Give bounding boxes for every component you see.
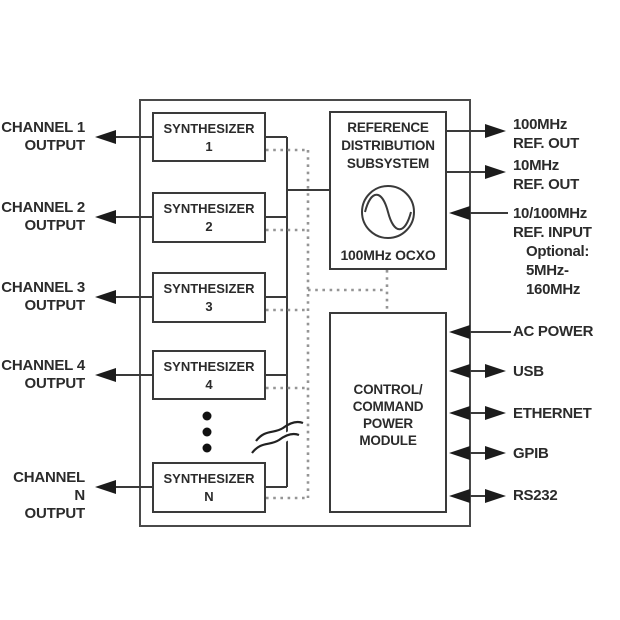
channel-1-output-word: OUTPUT (24, 137, 86, 154)
synthesizer-n-word: SYNTHESIZER (163, 471, 255, 486)
synthesizer-4-box (152, 350, 266, 400)
control-title-line4: MODULE (359, 433, 417, 448)
synthesizer-2-box (152, 192, 266, 243)
synthesizer-3-label: SYNTHESIZER 3 (152, 280, 266, 316)
channel-1-output-label: CHANNEL 1 OUTPUT (0, 119, 85, 155)
ac-power-label: AC POWER (513, 323, 594, 340)
ref-input-line2: REF. INPUT (513, 224, 592, 241)
channel-4-name: CHANNEL 4 (1, 357, 85, 374)
control-title-line1: CONTROL/ (353, 382, 423, 397)
channel-4-output-word: OUTPUT (24, 375, 86, 392)
synthesizer-1-label: SYNTHESIZER 1 (152, 120, 266, 156)
reference-title-line1: REFERENCE (347, 120, 429, 135)
gpib-label: GPIB (513, 445, 549, 462)
ref-out-100mhz-line2: REF. OUT (513, 135, 579, 152)
channel-3-name: CHANNEL 3 (1, 279, 85, 296)
reference-title-line3: SUBSYSTEM (346, 156, 430, 171)
synthesizer-3-number: 3 (205, 299, 213, 314)
channel-3-output-label: CHANNEL 3 OUTPUT (0, 279, 85, 315)
ref-input-label: 10/100MHz REF. INPUT Optional: 5MHz-160M… (513, 204, 619, 299)
control-title-line2: COMMAND (352, 399, 424, 414)
ref-out-10mhz-line1: 10MHz (513, 157, 560, 174)
channel-n-name: CHANNEL N (13, 469, 85, 504)
synthesizer-n-label: SYNTHESIZER N (152, 470, 266, 506)
channel-4-output-label: CHANNEL 4 OUTPUT (0, 357, 85, 393)
ref-out-10mhz-label: 10MHz REF. OUT (513, 156, 619, 194)
synthesizer-1-word: SYNTHESIZER (163, 121, 255, 136)
ref-input-optional: Optional: (526, 243, 590, 260)
synthesizer-3-word: SYNTHESIZER (163, 281, 255, 296)
channel-1-name: CHANNEL 1 (1, 119, 85, 136)
channel-n-output-word: OUTPUT (24, 505, 86, 522)
synthesizer-n-number: N (204, 489, 214, 504)
channel-2-name: CHANNEL 2 (1, 199, 85, 216)
ref-out-10mhz-line2: REF. OUT (513, 176, 579, 193)
synthesizer-4-number: 4 (205, 377, 213, 392)
ref-input-line1: 10/100MHz (513, 205, 588, 222)
ref-out-100mhz-label: 100MHz REF. OUT (513, 115, 619, 153)
channel-3-output-word: OUTPUT (24, 297, 86, 314)
synthesizer-4-word: SYNTHESIZER (163, 359, 255, 374)
channel-2-output-word: OUTPUT (24, 217, 86, 234)
ref-input-range: 5MHz-160MHz (526, 262, 581, 298)
ocxo-label: 100MHz OCXO (340, 247, 436, 263)
synthesizer-1-number: 1 (205, 139, 213, 154)
synthesizer-2-label: SYNTHESIZER 2 (152, 200, 266, 236)
reference-box-title: REFERENCE DISTRIBUTION SUBSYSTEM (329, 119, 447, 173)
synthesizer-4-label: SYNTHESIZER 4 (152, 358, 266, 394)
synthesizer-n-box (152, 462, 266, 513)
reference-title-line2: DISTRIBUTION (341, 138, 435, 153)
ethernet-label: ETHERNET (513, 405, 592, 422)
ref-out-100mhz-line1: 100MHz (513, 116, 568, 133)
channel-2-output-label: CHANNEL 2 OUTPUT (0, 199, 85, 235)
control-power-module-box (329, 312, 447, 513)
chassis-outline-box (139, 99, 471, 527)
rs232-label: RS232 (513, 487, 558, 504)
control-title-line3: POWER (362, 416, 413, 431)
synthesizer-2-word: SYNTHESIZER (163, 201, 255, 216)
control-box-title: CONTROL/ COMMAND POWER MODULE (329, 381, 447, 449)
usb-label: USB (513, 363, 544, 380)
synthesizer-2-number: 2 (205, 219, 213, 234)
channel-n-output-label: CHANNEL N OUTPUT (0, 469, 85, 523)
synthesizer-1-box (152, 112, 266, 162)
